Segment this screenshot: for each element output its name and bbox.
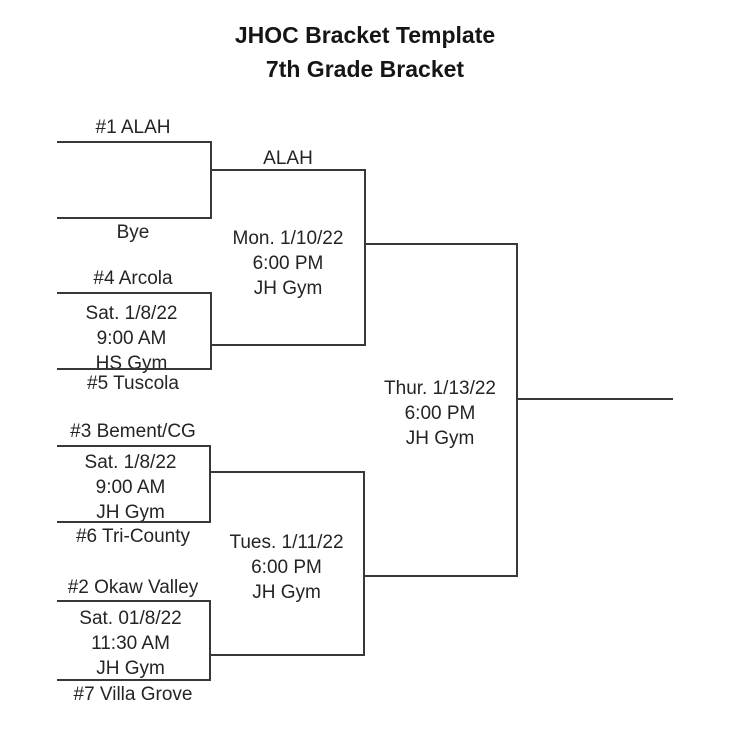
qf2-time: 9:00 AM [96, 328, 167, 349]
sf2-location: JH Gym [252, 582, 321, 603]
qf2-game-info: Sat. 1/8/22 9:00 AM HS Gym [54, 301, 209, 376]
qf4-game-info: Sat. 01/8/22 11:30 AM JH Gym [54, 606, 207, 681]
qf3-bottom-line [57, 521, 211, 523]
qf2-connector-line [210, 292, 212, 370]
qf4-date: Sat. 01/8/22 [79, 608, 182, 629]
qf2-bottom-line [57, 368, 212, 370]
final-top-line [364, 243, 518, 245]
sf1-top-line [210, 169, 366, 171]
final-bottom-line [363, 575, 518, 577]
qf4-location: JH Gym [96, 658, 165, 679]
qf3-top-team-label: #3 Bement/CG [70, 421, 196, 442]
qf1-connector-line [210, 141, 212, 219]
sf2-connector-line [363, 471, 365, 656]
sf1-time: 6:00 PM [252, 253, 324, 274]
qf2-top-team-label: #4 Arcola [93, 268, 173, 289]
qf4-bottom-line [57, 679, 211, 681]
sf2-time: 6:00 PM [251, 557, 322, 578]
sf1-advancing-team-label: ALAH [263, 148, 313, 169]
qf2-bottom-team-label: #5 Tuscola [87, 373, 179, 394]
sf2-top-line [209, 471, 365, 473]
qf3-top-line [57, 445, 211, 447]
sf2-game-info: Tues. 1/11/22 6:00 PM JH Gym [209, 530, 364, 605]
sf1-location: JH Gym [253, 278, 323, 299]
qf2-top-line [57, 292, 212, 294]
sf2-bottom-line [209, 654, 365, 656]
bracket-title-line2: 7th Grade Bracket [265, 56, 465, 82]
sf1-connector-line [364, 169, 366, 346]
qf3-location: JH Gym [96, 502, 165, 523]
qf3-connector-line [209, 445, 211, 523]
qf2-date: Sat. 1/8/22 [85, 303, 178, 324]
final-time: 6:00 PM [404, 403, 476, 424]
final-game-info: Thur. 1/13/22 6:00 PM JH Gym [361, 376, 519, 451]
qf1-top-team-label: #1 ALAH [95, 117, 171, 138]
qf3-game-info: Sat. 1/8/22 9:00 AM JH Gym [54, 450, 207, 525]
qf1-bottom-team-label: Bye [116, 222, 150, 243]
qf3-time: 9:00 AM [95, 477, 166, 498]
champion-line [516, 398, 673, 400]
qf1-top-line [57, 141, 212, 143]
sf1-date: Mon. 1/10/22 [232, 228, 344, 249]
final-connector-line [516, 243, 518, 577]
bracket-title-line1: JHOC Bracket Template [234, 22, 496, 48]
final-date: Thur. 1/13/22 [384, 378, 496, 399]
sf2-date: Tues. 1/11/22 [229, 532, 344, 553]
qf3-bottom-team-label: #6 Tri-County [75, 526, 191, 547]
qf4-time: 11:30 AM [91, 633, 170, 654]
sf1-bottom-line [210, 344, 366, 346]
qf4-top-line [57, 600, 211, 602]
qf4-bottom-team-label: #7 Villa Grove [73, 684, 193, 705]
qf3-date: Sat. 1/8/22 [84, 452, 177, 473]
qf4-top-team-label: #2 Okaw Valley [67, 577, 199, 598]
sf1-game-info: Mon. 1/10/22 6:00 PM JH Gym [210, 226, 366, 301]
qf4-connector-line [209, 600, 211, 681]
qf1-bottom-line [57, 217, 212, 219]
final-location: JH Gym [405, 428, 475, 449]
